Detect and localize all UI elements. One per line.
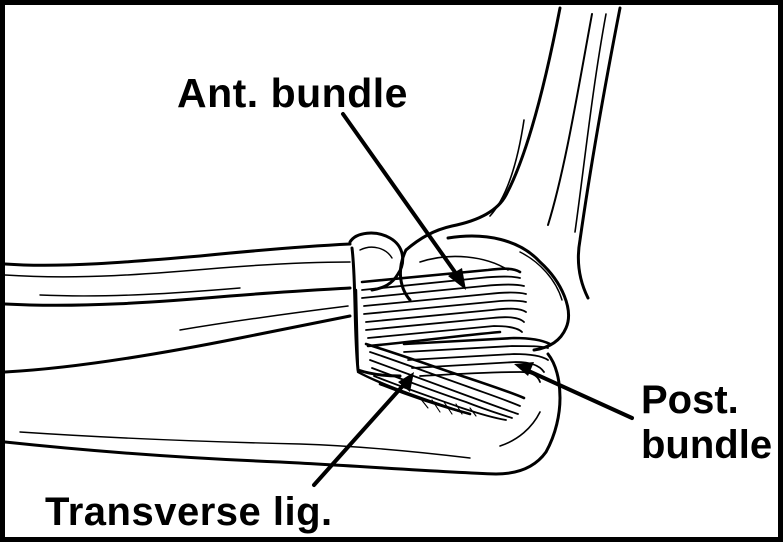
radius-upper-edge bbox=[5, 244, 350, 265]
humerus-inner-contour bbox=[548, 14, 592, 225]
ulna-lower-edge bbox=[5, 354, 560, 474]
ulna-shaft-line bbox=[180, 306, 348, 330]
radius-lower-edge bbox=[5, 288, 350, 305]
transverse-ligament-label: Transverse lig. bbox=[45, 492, 333, 532]
ulna-inner-contour bbox=[20, 432, 470, 458]
anterior-bundle-label: Ant. bundle bbox=[177, 73, 408, 114]
epicondyle-detail bbox=[520, 252, 562, 300]
anterior-bundle-fibers bbox=[362, 269, 526, 346]
humerus-inner-contour-2 bbox=[575, 14, 606, 232]
trochlea-contour bbox=[420, 256, 508, 270]
ulna-upper-edge bbox=[5, 316, 350, 372]
arrow-post-bundle bbox=[522, 368, 632, 418]
leader-arrows bbox=[314, 114, 632, 485]
radius-lower-inner bbox=[40, 288, 240, 296]
coronoid-inner bbox=[360, 247, 392, 258]
humerus-shaft bbox=[406, 8, 560, 250]
olecranon-detail bbox=[500, 412, 540, 446]
posterior-bundle-label: Post. bundle bbox=[641, 378, 772, 468]
